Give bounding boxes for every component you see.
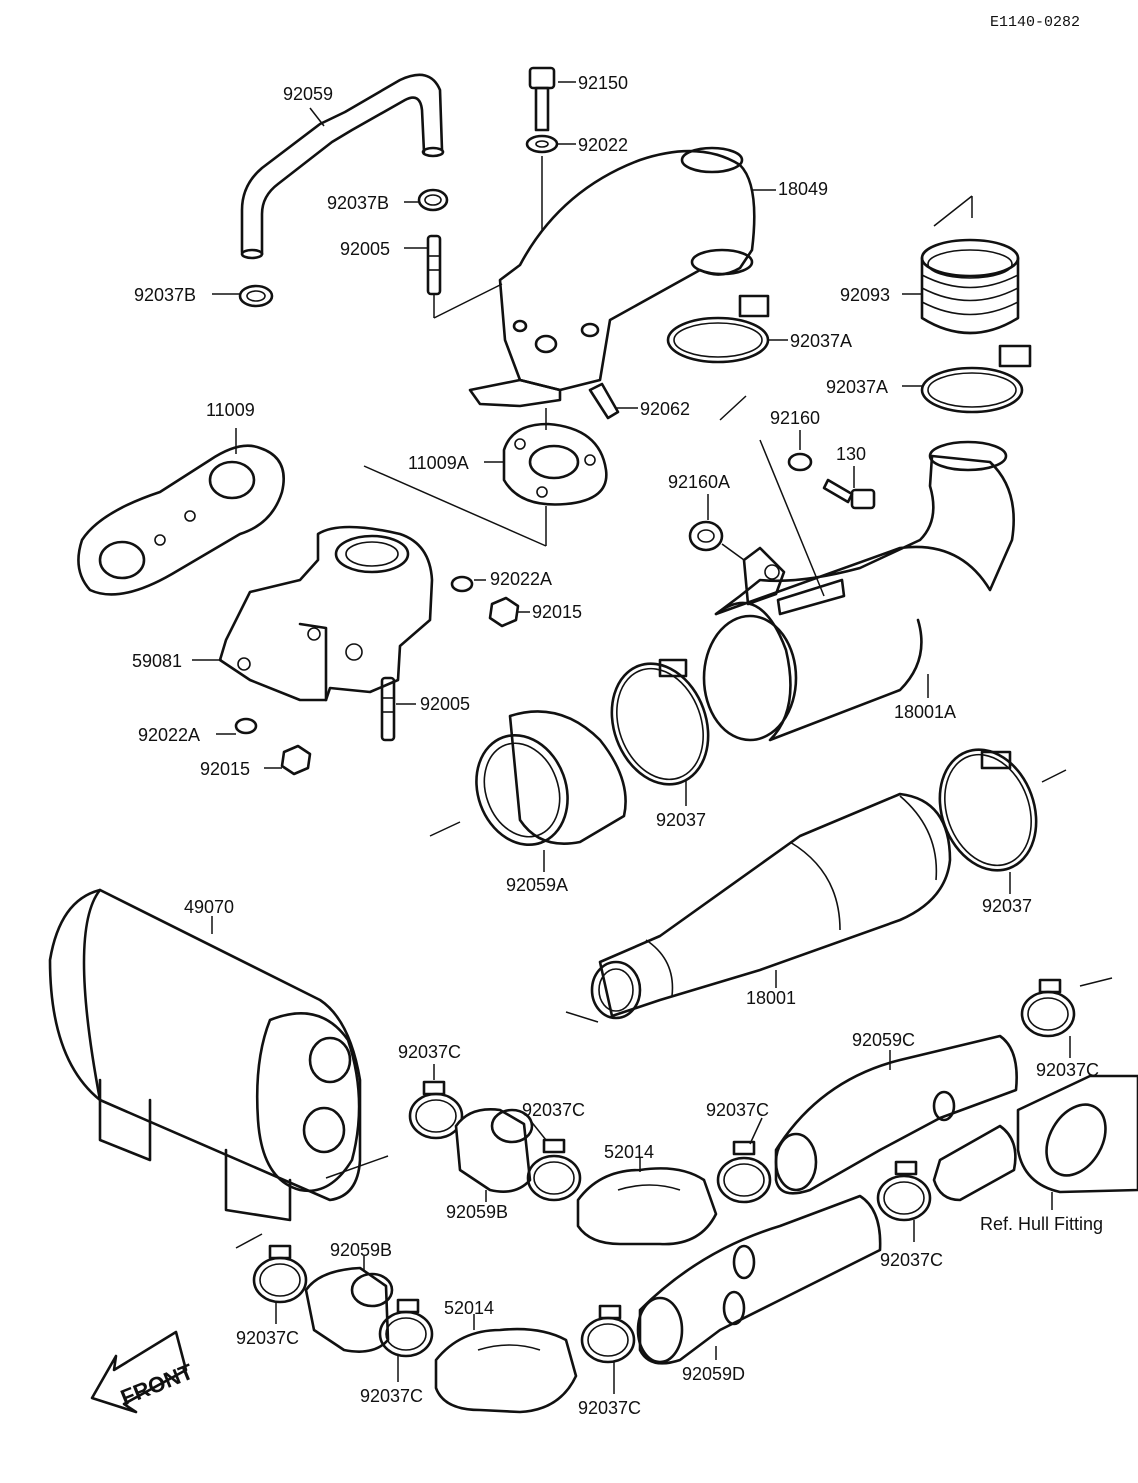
callout-92015-lower: 92015 — [200, 759, 250, 779]
grommet-92160a — [688, 520, 724, 552]
front-arrow-icon: FRONT — [90, 1330, 197, 1414]
sleeve-92093 — [920, 238, 1020, 335]
callout-92037c-5: 92037C — [880, 1250, 943, 1270]
callout-92037a-upper: 92037A — [790, 331, 852, 351]
callout-49070: 49070 — [184, 897, 234, 917]
callout-92037c-6: 92037C — [236, 1328, 299, 1348]
callout-92059b-lower: 92059B — [330, 1240, 392, 1260]
callout-92005-upper: 92005 — [340, 239, 390, 259]
clamp-92037-left — [610, 658, 710, 786]
washer-92022a-lower — [234, 717, 258, 735]
callout-18049: 18049 — [778, 179, 828, 199]
callout-18001: 18001 — [746, 988, 796, 1008]
washer-92160 — [787, 452, 813, 472]
clamp-92037b-lower — [238, 284, 274, 308]
bolt-130 — [822, 478, 876, 510]
muffler-49070 — [48, 888, 362, 1222]
callout-92150: 92150 — [578, 73, 628, 93]
nut-92015-lower — [280, 744, 312, 776]
fitting-92005-lower — [380, 676, 396, 742]
fitting-92005-upper — [426, 234, 442, 296]
callout-92037c-1: 92037C — [398, 1042, 461, 1062]
muffler-18001a — [702, 440, 1015, 742]
gasket-11009 — [77, 444, 285, 596]
callout-92037c-2: 92037C — [522, 1100, 585, 1120]
callout-92037b-lower: 92037B — [134, 285, 196, 305]
sleeve-92059c — [774, 1034, 1018, 1195]
callout-92037c-3: 92037C — [706, 1100, 769, 1120]
callout-92059b-upper: 92059B — [446, 1202, 508, 1222]
sleeve-92059b-upper — [454, 1108, 534, 1193]
callout-92022a-upper: 92022A — [490, 569, 552, 589]
callout-92037-right: 92037 — [982, 896, 1032, 916]
manifold-18049 — [468, 146, 756, 408]
callout-92037c-4: 92037C — [1036, 1060, 1099, 1080]
clamp-92037c-7 — [378, 1298, 434, 1358]
clamp-92037c-3 — [716, 1140, 772, 1204]
clamp-92037c-1 — [408, 1080, 464, 1140]
callout-92160a: 92160A — [668, 472, 730, 492]
clamp-92037c-5 — [876, 1160, 932, 1222]
clamp-92037c-2 — [526, 1138, 582, 1202]
housing-59081 — [218, 525, 434, 702]
callout-92005-lower: 92005 — [420, 694, 470, 714]
callout-92037c-8: 92037C — [578, 1398, 641, 1418]
callout-92160: 92160 — [770, 408, 820, 428]
callout-52014-lower: 52014 — [444, 1298, 494, 1318]
callout-18001a: 18001A — [894, 702, 956, 722]
callout-92062: 92062 — [640, 399, 690, 419]
callout-92037c-7: 92037C — [360, 1386, 423, 1406]
elbow-52014-lower — [434, 1327, 578, 1414]
callout-52014-upper: 52014 — [604, 1142, 654, 1162]
washer-92022a-upper — [450, 575, 474, 593]
clamp-92037c-8 — [580, 1304, 636, 1364]
sleeve-92059d — [636, 1194, 882, 1365]
diagram-code: E1140-0282 — [990, 14, 1080, 31]
callout-92059: 92059 — [283, 84, 333, 104]
hull-fitting — [932, 1074, 1138, 1202]
gasket-11009a — [502, 422, 608, 506]
ref-hull-fitting-label: Ref. Hull Fitting — [980, 1214, 1103, 1234]
callout-11009: 11009 — [206, 400, 255, 420]
nut-92015-upper — [488, 596, 520, 628]
washer-92022 — [525, 134, 559, 154]
callout-92059d: 92059D — [682, 1364, 745, 1384]
callout-11009a: 11009A — [408, 453, 469, 473]
bolt-92150 — [528, 66, 556, 132]
callout-92037b-upper: 92037B — [327, 193, 389, 213]
callout-92037a-lower: 92037A — [826, 377, 888, 397]
callout-92015-upper: 92015 — [532, 602, 582, 622]
clamp-92037c-4 — [1020, 978, 1076, 1038]
hose-92059 — [240, 73, 445, 260]
callout-92059a: 92059A — [506, 875, 568, 895]
nipple-92062 — [588, 382, 620, 420]
clamp-92037a-lower — [920, 344, 1032, 414]
callout-92059c: 92059C — [852, 1030, 915, 1050]
sleeve-92059b-lower — [304, 1266, 394, 1353]
callout-labels: 92059 92150 92022 18049 92037B 92005 920… — [132, 73, 1103, 1418]
callout-92022a-lower: 92022A — [138, 725, 200, 745]
clamp-92037a-upper — [666, 294, 770, 364]
elbow-52014-upper — [576, 1167, 718, 1246]
leader-lines — [192, 81, 1071, 1394]
callout-92093: 92093 — [840, 285, 890, 305]
callout-92022: 92022 — [578, 135, 628, 155]
callout-59081: 59081 — [132, 651, 182, 671]
clamp-92037c-6 — [252, 1244, 308, 1304]
pipe-18001 — [590, 792, 952, 1020]
callout-130: 130 — [836, 444, 866, 464]
clamp-92037b-upper — [417, 188, 449, 212]
sleeve-92059a — [475, 710, 627, 847]
callout-92037-left: 92037 — [656, 810, 706, 830]
